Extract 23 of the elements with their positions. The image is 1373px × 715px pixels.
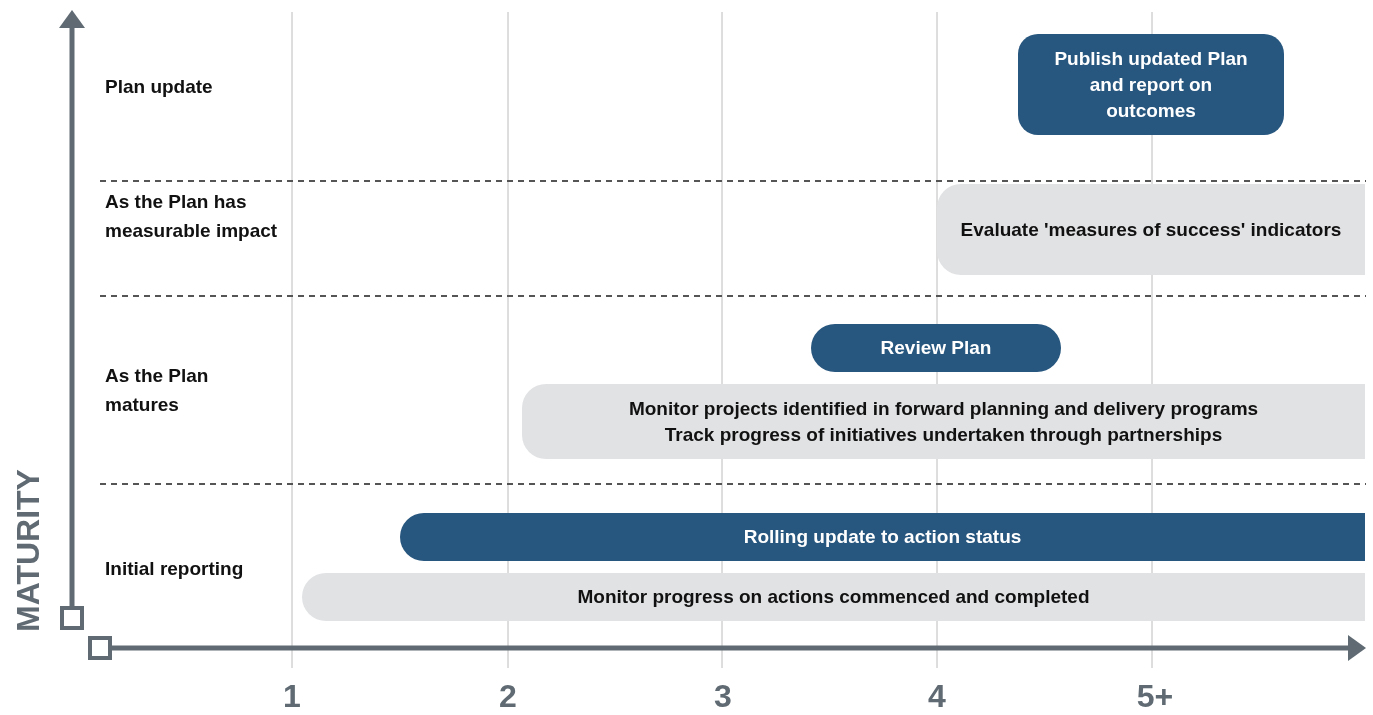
activity-text: Evaluate 'measures of success' indicators: [960, 217, 1342, 242]
tick-label: 4: [927, 678, 947, 715]
activity-text: Track progress of initiatives undertaken through partnerships: [664, 422, 1223, 447]
activity-bar: [522, 384, 1365, 459]
tick-label: 1: [282, 678, 302, 715]
activity-bar: [937, 184, 1365, 275]
tick-label: 2: [498, 678, 518, 715]
tick-label: 3: [713, 678, 733, 715]
row-label: As the Plan matures: [105, 364, 210, 417]
row-label: Initial reporting: [105, 557, 245, 581]
tick-label: 5+: [1135, 678, 1175, 715]
activity-text: Publish updated Plan and report on outcomes: [1053, 46, 1249, 123]
activity-bar: [811, 324, 1061, 372]
row-label: Plan update: [105, 75, 214, 99]
activity-text: Review Plan: [880, 336, 992, 360]
activity-bar: [302, 573, 1365, 621]
activity-bar: [400, 513, 1365, 561]
axis-title: MATURITY: [10, 469, 47, 632]
row-label: As the Plan has measurable impact: [105, 190, 279, 243]
activity-text: Monitor progress on actions commenced and completed: [577, 585, 1090, 609]
activity-text: Rolling update to action status: [743, 525, 1022, 549]
activity-text: Monitor projects identified in forward planning and delivery programs: [628, 396, 1259, 421]
activity-bar: [1018, 34, 1284, 135]
